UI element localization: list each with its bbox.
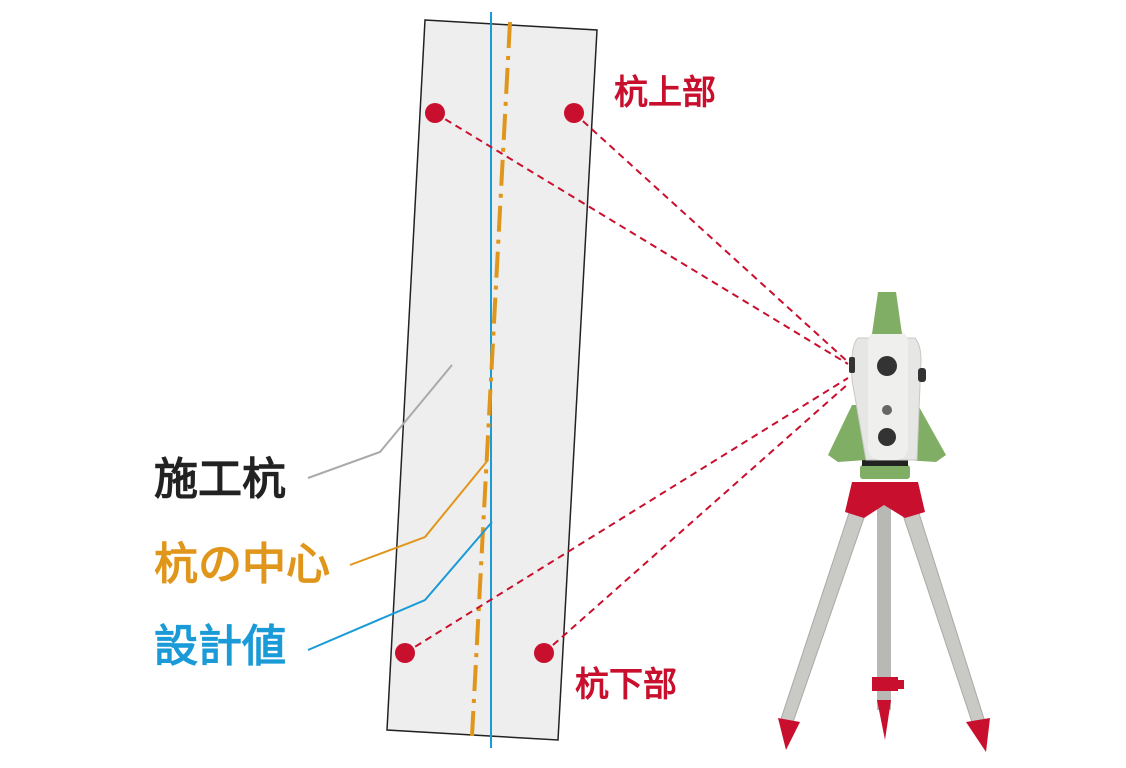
target-point-bottom-left: [395, 643, 415, 663]
clamp-knob: [898, 680, 904, 689]
tripod-leg-left: [779, 509, 867, 726]
handle-left: [828, 405, 866, 462]
tripod-head: [845, 482, 925, 518]
lens-lower: [878, 428, 896, 446]
leader-design-value: [307, 521, 493, 651]
tripod-foot-left: [778, 718, 800, 750]
tripod-leg-right: [901, 509, 986, 726]
target-point-top-left: [425, 103, 445, 123]
side-knob-right: [918, 368, 926, 382]
total-station-on-tripod: [778, 292, 990, 752]
tribrach: [860, 465, 910, 479]
leveling-screws: [862, 460, 908, 466]
target-point-bottom-right: [534, 643, 554, 663]
sight-line-top-left: [434, 112, 849, 365]
sensor: [882, 405, 892, 415]
lens-upper: [877, 356, 897, 376]
label-design-value: 設計値: [154, 621, 286, 672]
pile-center-line: [470, 21, 512, 737]
tripod-foot-center: [877, 700, 891, 740]
sight-line-bottom-left: [404, 377, 849, 654]
tripod-clamp: [872, 677, 898, 691]
side-knob-left: [849, 357, 855, 373]
sight-lines: [404, 112, 849, 654]
label-pile-top: 杭上部: [614, 73, 716, 113]
leader-pile-center: [349, 459, 489, 566]
label-pile-bottom: 杭下部: [575, 665, 677, 705]
label-construction-pile: 施工杭: [154, 454, 286, 505]
tripod-foot-right: [966, 718, 990, 752]
target-point-top-right: [564, 103, 584, 123]
sight-line-top-right: [573, 112, 849, 363]
leader-construction-pile: [307, 364, 453, 479]
tripod-leg-center: [877, 505, 891, 710]
label-pile-center: 杭の中心: [154, 539, 330, 590]
top-handle: [872, 292, 902, 334]
sight-line-bottom-right: [543, 383, 849, 654]
